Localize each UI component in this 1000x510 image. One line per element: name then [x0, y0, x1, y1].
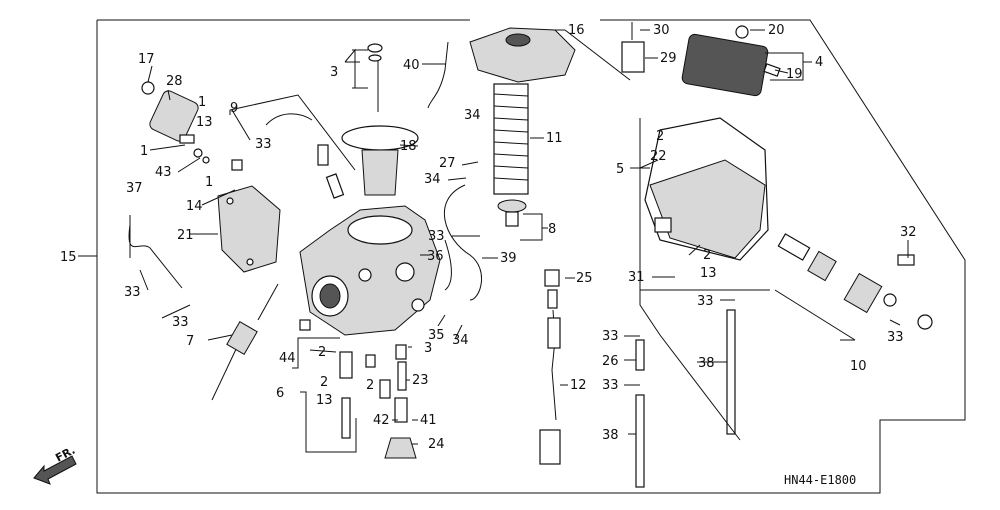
callout-2: 2	[366, 378, 374, 393]
callout-44: 44	[279, 351, 296, 366]
callout-18: 18	[400, 139, 417, 154]
callout-26: 26	[602, 354, 619, 369]
callout-6: 6	[276, 386, 284, 401]
callout-20: 20	[768, 23, 785, 38]
callout-34: 34	[424, 172, 441, 187]
callout-30: 30	[653, 23, 670, 38]
throttle-sensor-cable	[539, 269, 561, 465]
callout-2: 2	[320, 375, 328, 390]
callout-2: 2	[656, 129, 664, 144]
callout-labels: 17 28 1 13 1 43 1 14 21 37 15 33 33 9 33…	[60, 23, 917, 452]
callout-38: 38	[602, 428, 619, 443]
callout-13: 13	[700, 266, 717, 281]
callout-34: 34	[452, 333, 469, 348]
pump-cover	[217, 159, 281, 273]
callout-33: 33	[172, 315, 189, 330]
callout-41: 41	[420, 413, 437, 428]
callout-3: 3	[424, 341, 432, 356]
callout-11: 11	[546, 131, 563, 146]
callout-15: 15	[60, 250, 77, 265]
pilot-screw-assembly	[777, 233, 933, 330]
callout-40: 40	[403, 58, 420, 73]
callout-3: 3	[330, 65, 338, 80]
callout-35: 35	[428, 328, 445, 343]
callout-33: 33	[428, 229, 445, 244]
callout-33: 33	[887, 330, 904, 345]
float-chamber	[644, 117, 769, 261]
callout-33: 33	[602, 378, 619, 393]
diagram-frame	[96, 19, 966, 494]
callout-31: 31	[628, 270, 645, 285]
callout-19: 19	[786, 67, 803, 82]
callout-33: 33	[124, 285, 141, 300]
callout-13: 13	[196, 115, 213, 130]
pump-rod	[211, 283, 279, 401]
callout-21: 21	[177, 228, 194, 243]
drawing-code: HN44-E1800	[784, 473, 856, 487]
callout-2: 2	[318, 345, 326, 360]
callout-36: 36	[427, 249, 444, 264]
callout-33: 33	[255, 137, 272, 152]
callout-29: 29	[660, 51, 677, 66]
callout-37: 37	[126, 181, 143, 196]
callout-34: 34	[464, 108, 481, 123]
callout-27: 27	[439, 156, 456, 171]
callout-23: 23	[412, 373, 429, 388]
callout-43: 43	[155, 165, 172, 180]
callout-7: 7	[186, 334, 194, 349]
spring	[493, 83, 529, 195]
callout-33: 33	[602, 329, 619, 344]
callout-33: 33	[697, 294, 714, 309]
callout-10: 10	[850, 359, 867, 374]
callout-32: 32	[900, 225, 917, 240]
callout-8: 8	[548, 222, 556, 237]
callout-16: 16	[568, 23, 585, 38]
top-cover	[469, 27, 576, 83]
callout-22: 22	[650, 149, 667, 164]
air-cutoff-valve	[621, 22, 781, 97]
callout-38: 38	[698, 356, 715, 371]
callout-4: 4	[815, 55, 823, 70]
callout-12: 12	[570, 378, 587, 393]
callout-1: 1	[140, 144, 148, 159]
callout-39: 39	[500, 251, 517, 266]
callout-17: 17	[138, 52, 155, 67]
callout-28: 28	[166, 74, 183, 89]
callout-24: 24	[428, 437, 445, 452]
callout-9: 9	[230, 101, 238, 116]
carburetor-body	[299, 205, 441, 336]
choke-plunger-assembly	[141, 81, 210, 164]
callout-42: 42	[373, 413, 390, 428]
part-drawings	[128, 22, 933, 488]
callout-14: 14	[186, 199, 203, 214]
callout-5: 5	[616, 162, 624, 177]
callout-25: 25	[576, 271, 593, 286]
front-direction-marker: FR.	[33, 444, 77, 485]
leader-lines	[78, 29, 909, 453]
callout-13: 13	[316, 393, 333, 408]
callout-1: 1	[198, 95, 206, 110]
diaphragm	[341, 43, 419, 196]
callout-1: 1	[205, 175, 213, 190]
callout-2: 2	[703, 248, 711, 263]
